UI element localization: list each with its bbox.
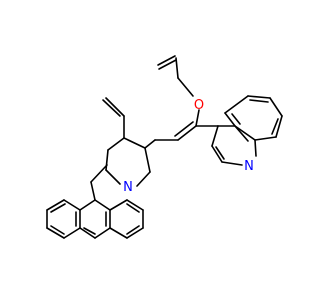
bond (94, 227, 111, 239)
bond (254, 139, 257, 157)
bond (90, 181, 96, 201)
bond (211, 125, 219, 147)
structure-canvas: O N N (46, 55, 283, 239)
bond (177, 125, 197, 141)
bond (105, 149, 109, 171)
bond (126, 225, 140, 235)
vinyl-group (102, 97, 125, 139)
bond (224, 112, 236, 127)
bond (211, 145, 223, 163)
anthracene-rings (46, 199, 144, 239)
bond (46, 199, 65, 211)
bond (269, 97, 283, 117)
ether-linkage (195, 109, 200, 127)
quinoline-ring (195, 95, 283, 166)
allyl-group (157, 55, 194, 97)
bond (247, 95, 271, 99)
bond (231, 113, 241, 125)
quinoline-nitrogen-label: N (244, 159, 254, 174)
oxygen-label: O (194, 98, 204, 113)
bond (107, 137, 125, 151)
bond (158, 59, 177, 70)
bond (234, 125, 249, 142)
bond (144, 139, 156, 149)
piperidine-nitrogen-label: N (123, 180, 133, 195)
bond (79, 199, 96, 211)
bond (126, 199, 144, 211)
bond (105, 97, 125, 117)
bond-o-c (195, 109, 200, 127)
bond (50, 225, 65, 235)
bond (177, 77, 194, 97)
bond (50, 203, 66, 213)
bond (94, 199, 111, 211)
bond (109, 199, 128, 211)
bond (79, 227, 96, 239)
bond (157, 55, 176, 66)
bond (234, 125, 256, 141)
bond (271, 118, 279, 135)
bond (123, 137, 146, 149)
bond (215, 146, 225, 160)
bond (63, 227, 81, 239)
bond (174, 121, 194, 137)
bond (254, 136, 277, 141)
bond (224, 95, 249, 114)
bond (275, 115, 283, 138)
piperidine-ring (105, 137, 151, 187)
bond (46, 227, 65, 239)
bond (221, 161, 243, 166)
bond (90, 164, 108, 183)
bond (144, 147, 151, 173)
bond (63, 199, 81, 211)
bond (126, 227, 144, 239)
bond (109, 227, 128, 239)
propenyl-linker (144, 121, 197, 149)
methylene-linker (90, 164, 108, 201)
bond (249, 99, 269, 103)
bond (105, 169, 121, 185)
bond (136, 171, 151, 187)
bond (175, 57, 179, 79)
bond (102, 99, 121, 117)
molecule-drawing: O N N (46, 55, 283, 239)
bond (83, 227, 96, 235)
bond (126, 203, 140, 213)
